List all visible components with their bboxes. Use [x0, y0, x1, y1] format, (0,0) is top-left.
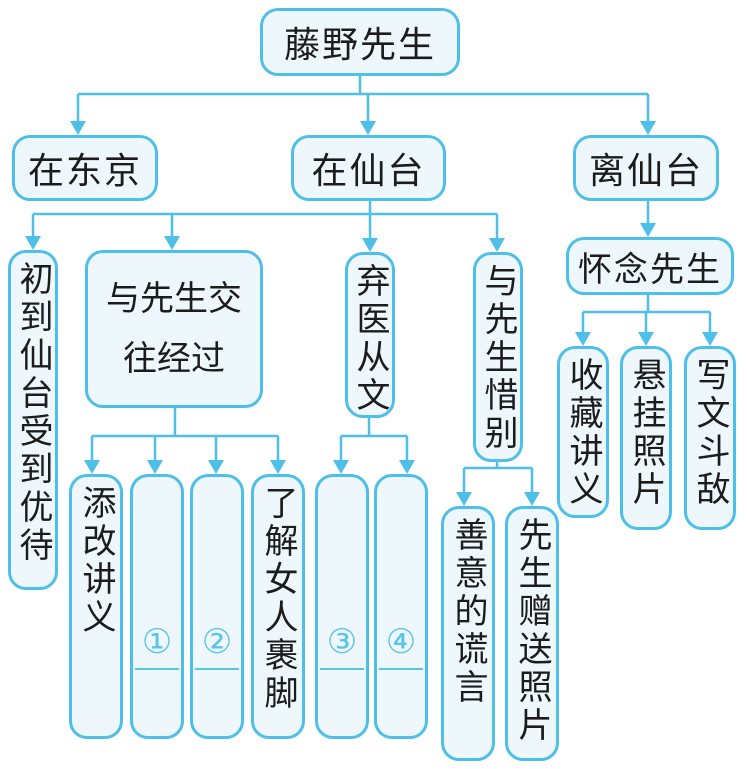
arrow-head-icon — [524, 492, 540, 506]
arrow-head-icon — [702, 332, 718, 346]
answer-line — [195, 668, 239, 670]
node-abandon-medicine: 弃医从文 — [345, 252, 395, 418]
answer-line — [135, 668, 179, 670]
arrow-head-icon — [575, 332, 591, 346]
arrow-head-icon — [640, 121, 656, 135]
node-in-tokyo: 在东京 — [12, 135, 158, 201]
node-label: 添改讲义 — [76, 485, 116, 637]
node-label: 了解女人裹脚 — [258, 485, 298, 713]
root-label: 藤野先生 — [283, 25, 436, 66]
arrow-head-icon — [84, 460, 100, 474]
node-label: 离仙台 — [588, 151, 703, 192]
node-label: 先生赠送照片 — [512, 517, 552, 745]
root-node: 藤野先生 — [260, 8, 460, 76]
arrow-head-icon — [70, 121, 86, 135]
node-miss-teacher: 怀念先生 — [566, 237, 734, 295]
arrow-head-icon — [489, 238, 505, 252]
arrow-head-icon — [360, 121, 376, 135]
arrow-head-icon — [399, 460, 415, 474]
arrow-head-icon — [164, 236, 180, 250]
node-learn-foot-binding: 了解女人裹脚 — [251, 474, 305, 739]
blank-node-2: ② — [190, 474, 244, 739]
node-label: 在东京 — [27, 151, 142, 192]
arrow-head-icon — [362, 238, 378, 252]
node-label: 收藏讲义 — [563, 357, 603, 509]
blank-node-4: ④ — [374, 474, 428, 739]
arrow-head-icon — [638, 332, 654, 346]
node-label: 初到仙台受到优待 — [13, 261, 53, 565]
node-interaction-with-teacher: 与先生交 往经过 — [85, 250, 263, 408]
blank-number: ② — [201, 622, 233, 662]
node-label: 写文斗敌 — [690, 357, 730, 509]
node-keep-notes: 收藏讲义 — [557, 346, 609, 518]
node-write-to-fight: 写文斗敌 — [684, 346, 736, 530]
arrow-head-icon — [456, 492, 472, 506]
node-arrival-treated-well: 初到仙台受到优待 — [8, 250, 58, 590]
node-label-line1: 与先生交 — [106, 279, 242, 319]
node-label: 在仙台 — [311, 151, 426, 192]
node-label-line2: 往经过 — [123, 339, 225, 379]
node-leave-sendai: 离仙台 — [573, 135, 719, 201]
blank-number: ④ — [385, 622, 417, 662]
node-teacher-gives-photo: 先生赠送照片 — [505, 506, 559, 761]
node-white-lie: 善意的谎言 — [441, 506, 495, 761]
blank-number: ③ — [326, 622, 358, 662]
answer-line — [320, 668, 364, 670]
arrow-head-icon — [333, 460, 349, 474]
node-label: 悬挂照片 — [626, 357, 666, 509]
node-label: 善意的谎言 — [448, 517, 488, 707]
arrow-head-icon — [208, 460, 224, 474]
arrow-head-icon — [640, 223, 656, 237]
node-label: 弃医从文 — [350, 263, 390, 415]
node-revise-notes: 添改讲义 — [69, 474, 123, 739]
blank-number: ① — [141, 622, 173, 662]
node-in-sendai: 在仙台 — [291, 135, 446, 201]
answer-line — [379, 668, 423, 670]
node-label: 与先生惜别 — [478, 263, 518, 453]
arrow-head-icon — [270, 460, 286, 474]
blank-node-3: ③ — [315, 474, 369, 739]
node-farewell: 与先生惜别 — [473, 252, 523, 462]
arrow-head-icon — [147, 460, 163, 474]
node-hang-photo: 悬挂照片 — [620, 346, 672, 530]
arrow-head-icon — [25, 236, 41, 250]
blank-node-1: ① — [130, 474, 184, 739]
node-label: 怀念先生 — [578, 249, 722, 290]
